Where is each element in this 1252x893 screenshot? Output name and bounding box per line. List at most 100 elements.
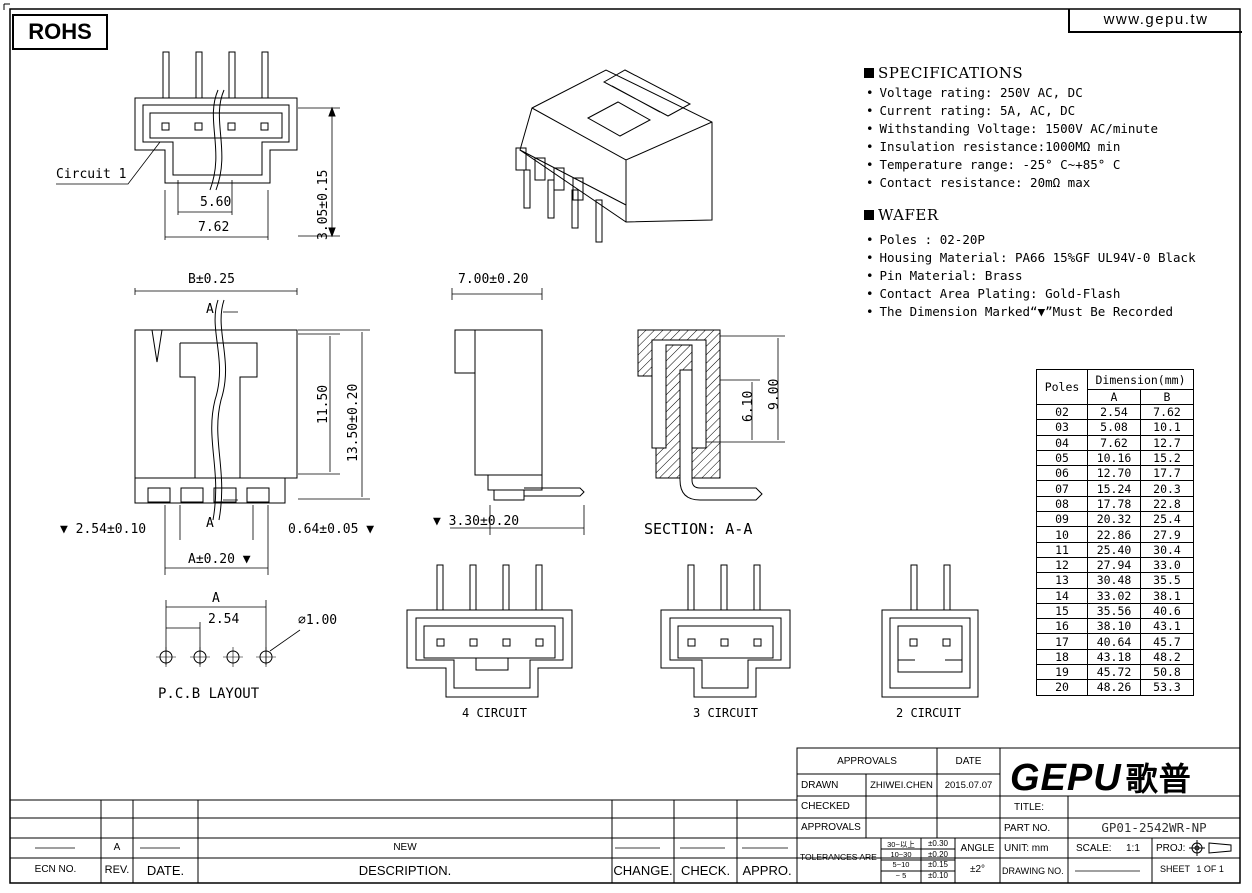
cell-b: 50.8 (1140, 664, 1194, 681)
specifications-heading: SPECIFICATIONS (864, 64, 1023, 82)
tol-r4a: ~ 5 (895, 871, 907, 880)
side-view (450, 288, 585, 535)
tol-r3b: ±0.15 (928, 860, 948, 869)
cell-poles: 03 (1036, 419, 1088, 436)
cell-poles: 20 (1036, 679, 1088, 696)
tb-unit: UNIT: mm (1004, 843, 1049, 854)
iso-view (515, 69, 713, 243)
cell-b: 7.62 (1140, 403, 1194, 421)
projection-icon (1189, 840, 1232, 856)
tol-r3a: 5~10 (892, 860, 910, 869)
cell-b: 10.1 (1140, 419, 1194, 436)
cell-b: 17.7 (1140, 465, 1194, 482)
wafer-item: Contact Area Plating: Gold-Flash (866, 285, 1196, 303)
spec-item: Contact resistance: 20mΩ max (866, 174, 1158, 192)
cell-b: 27.9 (1140, 526, 1194, 543)
tb-drawing-no: DRAWING NO. (1002, 866, 1064, 876)
four-circuit-label: 4 CIRCUIT (462, 706, 528, 720)
col-b: B (1140, 389, 1194, 405)
cell-poles: 16 (1036, 618, 1088, 635)
tb-date-header: DATE (955, 756, 982, 767)
cell-a: 17.78 (1087, 495, 1141, 513)
cell-poles: 19 (1036, 664, 1088, 681)
cell-poles: 04 (1036, 434, 1088, 451)
cell-poles: 05 (1036, 449, 1088, 467)
cell-a: 45.72 (1087, 664, 1141, 681)
spec-item: Voltage rating: 250V AC, DC (866, 84, 1158, 102)
rohs-badge: ROHS (12, 14, 108, 50)
cell-poles: 13 (1036, 572, 1088, 589)
pcb-dim-a: A (212, 591, 220, 606)
hdr-description: DESCRIPTION. (358, 863, 452, 878)
tol-r2a: 10~30 (890, 850, 912, 859)
cell-a: 40.64 (1087, 633, 1141, 650)
tb-sheet-label: SHEET 1 OF 1 (1160, 864, 1224, 874)
cell-b: 38.1 (1140, 587, 1194, 604)
rev-a: A (113, 842, 121, 853)
cell-b: 35.5 (1140, 572, 1194, 589)
section-mark-a-top: A (206, 302, 214, 317)
tb-checked: CHECKED (801, 801, 850, 812)
cell-a: 5.08 (1087, 419, 1141, 436)
tol-r4b: ±0.10 (928, 871, 948, 880)
cell-b: 48.2 (1140, 648, 1194, 666)
cell-b: 15.2 (1140, 449, 1194, 467)
tb-proj-label: PROJ: (1156, 843, 1186, 854)
cell-poles: 10 (1036, 526, 1088, 543)
spec-item: Withstanding Voltage: 1500V AC/minute (866, 120, 1158, 138)
tb-approvals-header: APPROVALS (837, 756, 897, 767)
dim-b: B±0.25 (188, 272, 235, 287)
cell-a: 48.26 (1087, 679, 1141, 696)
dim-11-50: 11.50 (316, 384, 331, 424)
cell-a: 20.32 (1087, 511, 1141, 528)
tb-part-no-label: PART NO. (1004, 823, 1051, 834)
tol-r2b: ±0.20 (928, 850, 948, 859)
dim-9-00: 9.00 (767, 378, 782, 410)
front-view (134, 288, 370, 575)
wafer-item: Pin Material: Brass (866, 267, 1196, 285)
cell-b: 43.1 (1140, 618, 1194, 635)
col-poles: Poles (1036, 369, 1088, 405)
cell-a: 10.16 (1087, 449, 1141, 467)
pcb-dim-2-54: 2.54 (208, 612, 240, 627)
wafer-list: Poles : 02-20P Housing Material: PA66 15… (866, 231, 1196, 321)
cell-poles: 02 (1036, 403, 1088, 421)
two-circuit-drawing (881, 564, 979, 698)
wafer-heading: WAFER (864, 206, 939, 224)
cell-a: 7.62 (1087, 434, 1141, 451)
pcb-layout-drawing (156, 600, 301, 667)
dim-a-0-20: A±0.20 ▼ (188, 552, 251, 567)
three-circuit-label: 3 CIRCUIT (693, 706, 759, 720)
cell-b: 22.8 (1140, 495, 1194, 513)
cell-b: 40.6 (1140, 602, 1194, 620)
cell-poles: 17 (1036, 633, 1088, 650)
cell-a: 35.56 (1087, 602, 1141, 620)
wafer-item: Poles : 02-20P (866, 231, 1196, 249)
dim-7-00: 7.00±0.20 (458, 272, 529, 287)
two-circuit-label: 2 CIRCUIT (896, 706, 962, 720)
cell-poles: 12 (1036, 556, 1088, 574)
square-bullet-icon (864, 210, 874, 220)
tb-drawn-date: 2015.07.07 (944, 780, 993, 791)
tb-drawn-by: ZHIWEI.CHEN (870, 780, 933, 791)
tb-scale-label: SCALE: (1076, 843, 1112, 854)
spec-item: Insulation resistance:1000MΩ min (866, 138, 1158, 156)
col-a: A (1087, 389, 1141, 405)
specifications-list: Voltage rating: 250V AC, DC Current rati… (866, 84, 1158, 192)
cell-a: 15.24 (1087, 480, 1141, 497)
title-block-grid (796, 747, 1241, 884)
spec-item: Temperature range: -25° C~+85° C (866, 156, 1158, 174)
cell-a: 2.54 (1087, 403, 1141, 421)
